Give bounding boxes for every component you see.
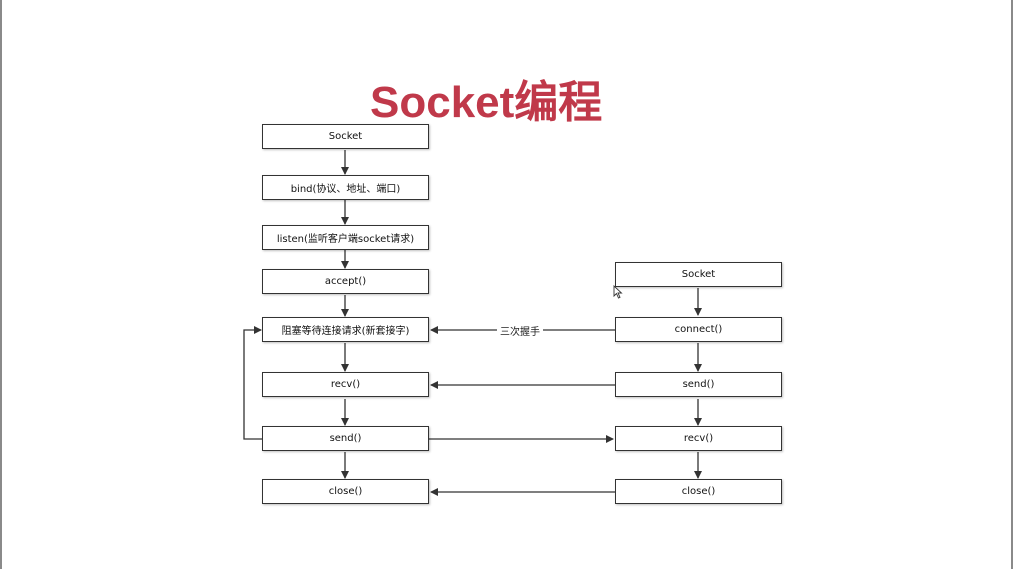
client-send-box: send() — [615, 372, 782, 397]
right-frame-border — [1011, 0, 1013, 569]
client-socket-box: Socket — [615, 262, 782, 287]
server-bind-box: bind(协议、地址、端口) — [262, 175, 429, 200]
server-accept-box: accept() — [262, 269, 429, 294]
server-recv-box: recv() — [262, 372, 429, 397]
server-send-box: send() — [262, 426, 429, 451]
client-close-box: close() — [615, 479, 782, 504]
server-close-box: close() — [262, 479, 429, 504]
arrow-loop-back — [243, 326, 262, 440]
left-frame-border — [0, 0, 2, 569]
server-socket-box: Socket — [262, 124, 429, 149]
client-connect-box: connect() — [615, 317, 782, 342]
server-listen-box: listen(监听客户端socket请求) — [262, 225, 429, 250]
server-block-box: 阻塞等待连接请求(新套接字) — [262, 317, 429, 342]
mouse-cursor-icon — [613, 285, 623, 299]
client-recv-box: recv() — [615, 426, 782, 451]
handshake-label: 三次握手 — [497, 323, 543, 338]
page-title: Socket编程 — [370, 78, 603, 127]
